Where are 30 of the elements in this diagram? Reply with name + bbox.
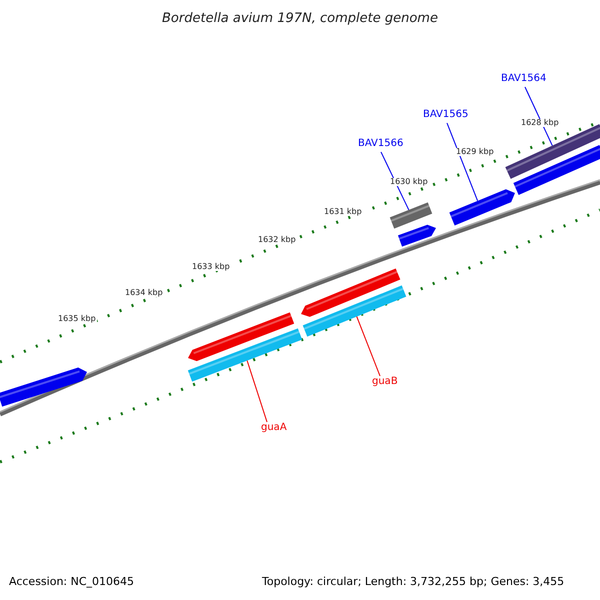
gene-feature: [188, 328, 302, 382]
genome-summary: Topology: circular; Length: 3,732,255 bp; Genes: 3,455: [262, 576, 564, 587]
scale-label: 1633 kbp: [191, 263, 231, 271]
gene-feature: [398, 224, 436, 247]
leader-line: [380, 152, 410, 210]
leader-line: [524, 86, 553, 146]
gene-feature: [301, 268, 400, 317]
gene-feature: [390, 202, 432, 229]
scale-label: 1634 kbp: [124, 289, 164, 297]
title: Bordetella avium 197N, complete genome: [161, 12, 439, 25]
gene-feature: [0, 367, 87, 407]
scale-label: 1628 kbp: [520, 119, 560, 127]
scale-label: 1635 kbp: [57, 315, 97, 323]
leader-line: [356, 316, 380, 376]
gene-feature: [449, 189, 515, 226]
scale-label: 1631 kbp: [323, 208, 363, 216]
gene-label: BAV1564: [501, 74, 546, 84]
gene-label: BAV1566: [358, 139, 404, 149]
gene-feature: [188, 312, 294, 362]
leader-line: [446, 122, 478, 202]
scale-label: 1629 kbp: [455, 148, 495, 156]
scale-label: 1630 kbp: [389, 178, 429, 186]
gene-feature: [302, 285, 406, 337]
gene-feature: [513, 145, 600, 195]
scale-label: 1632 kbp: [257, 236, 297, 244]
gene-label: BAV1565: [423, 110, 468, 120]
accession-text: Accession: NC_010645: [9, 576, 134, 587]
gene-label: guaB: [372, 377, 398, 387]
leader-line: [246, 360, 268, 422]
gene-label: guaA: [261, 423, 287, 433]
